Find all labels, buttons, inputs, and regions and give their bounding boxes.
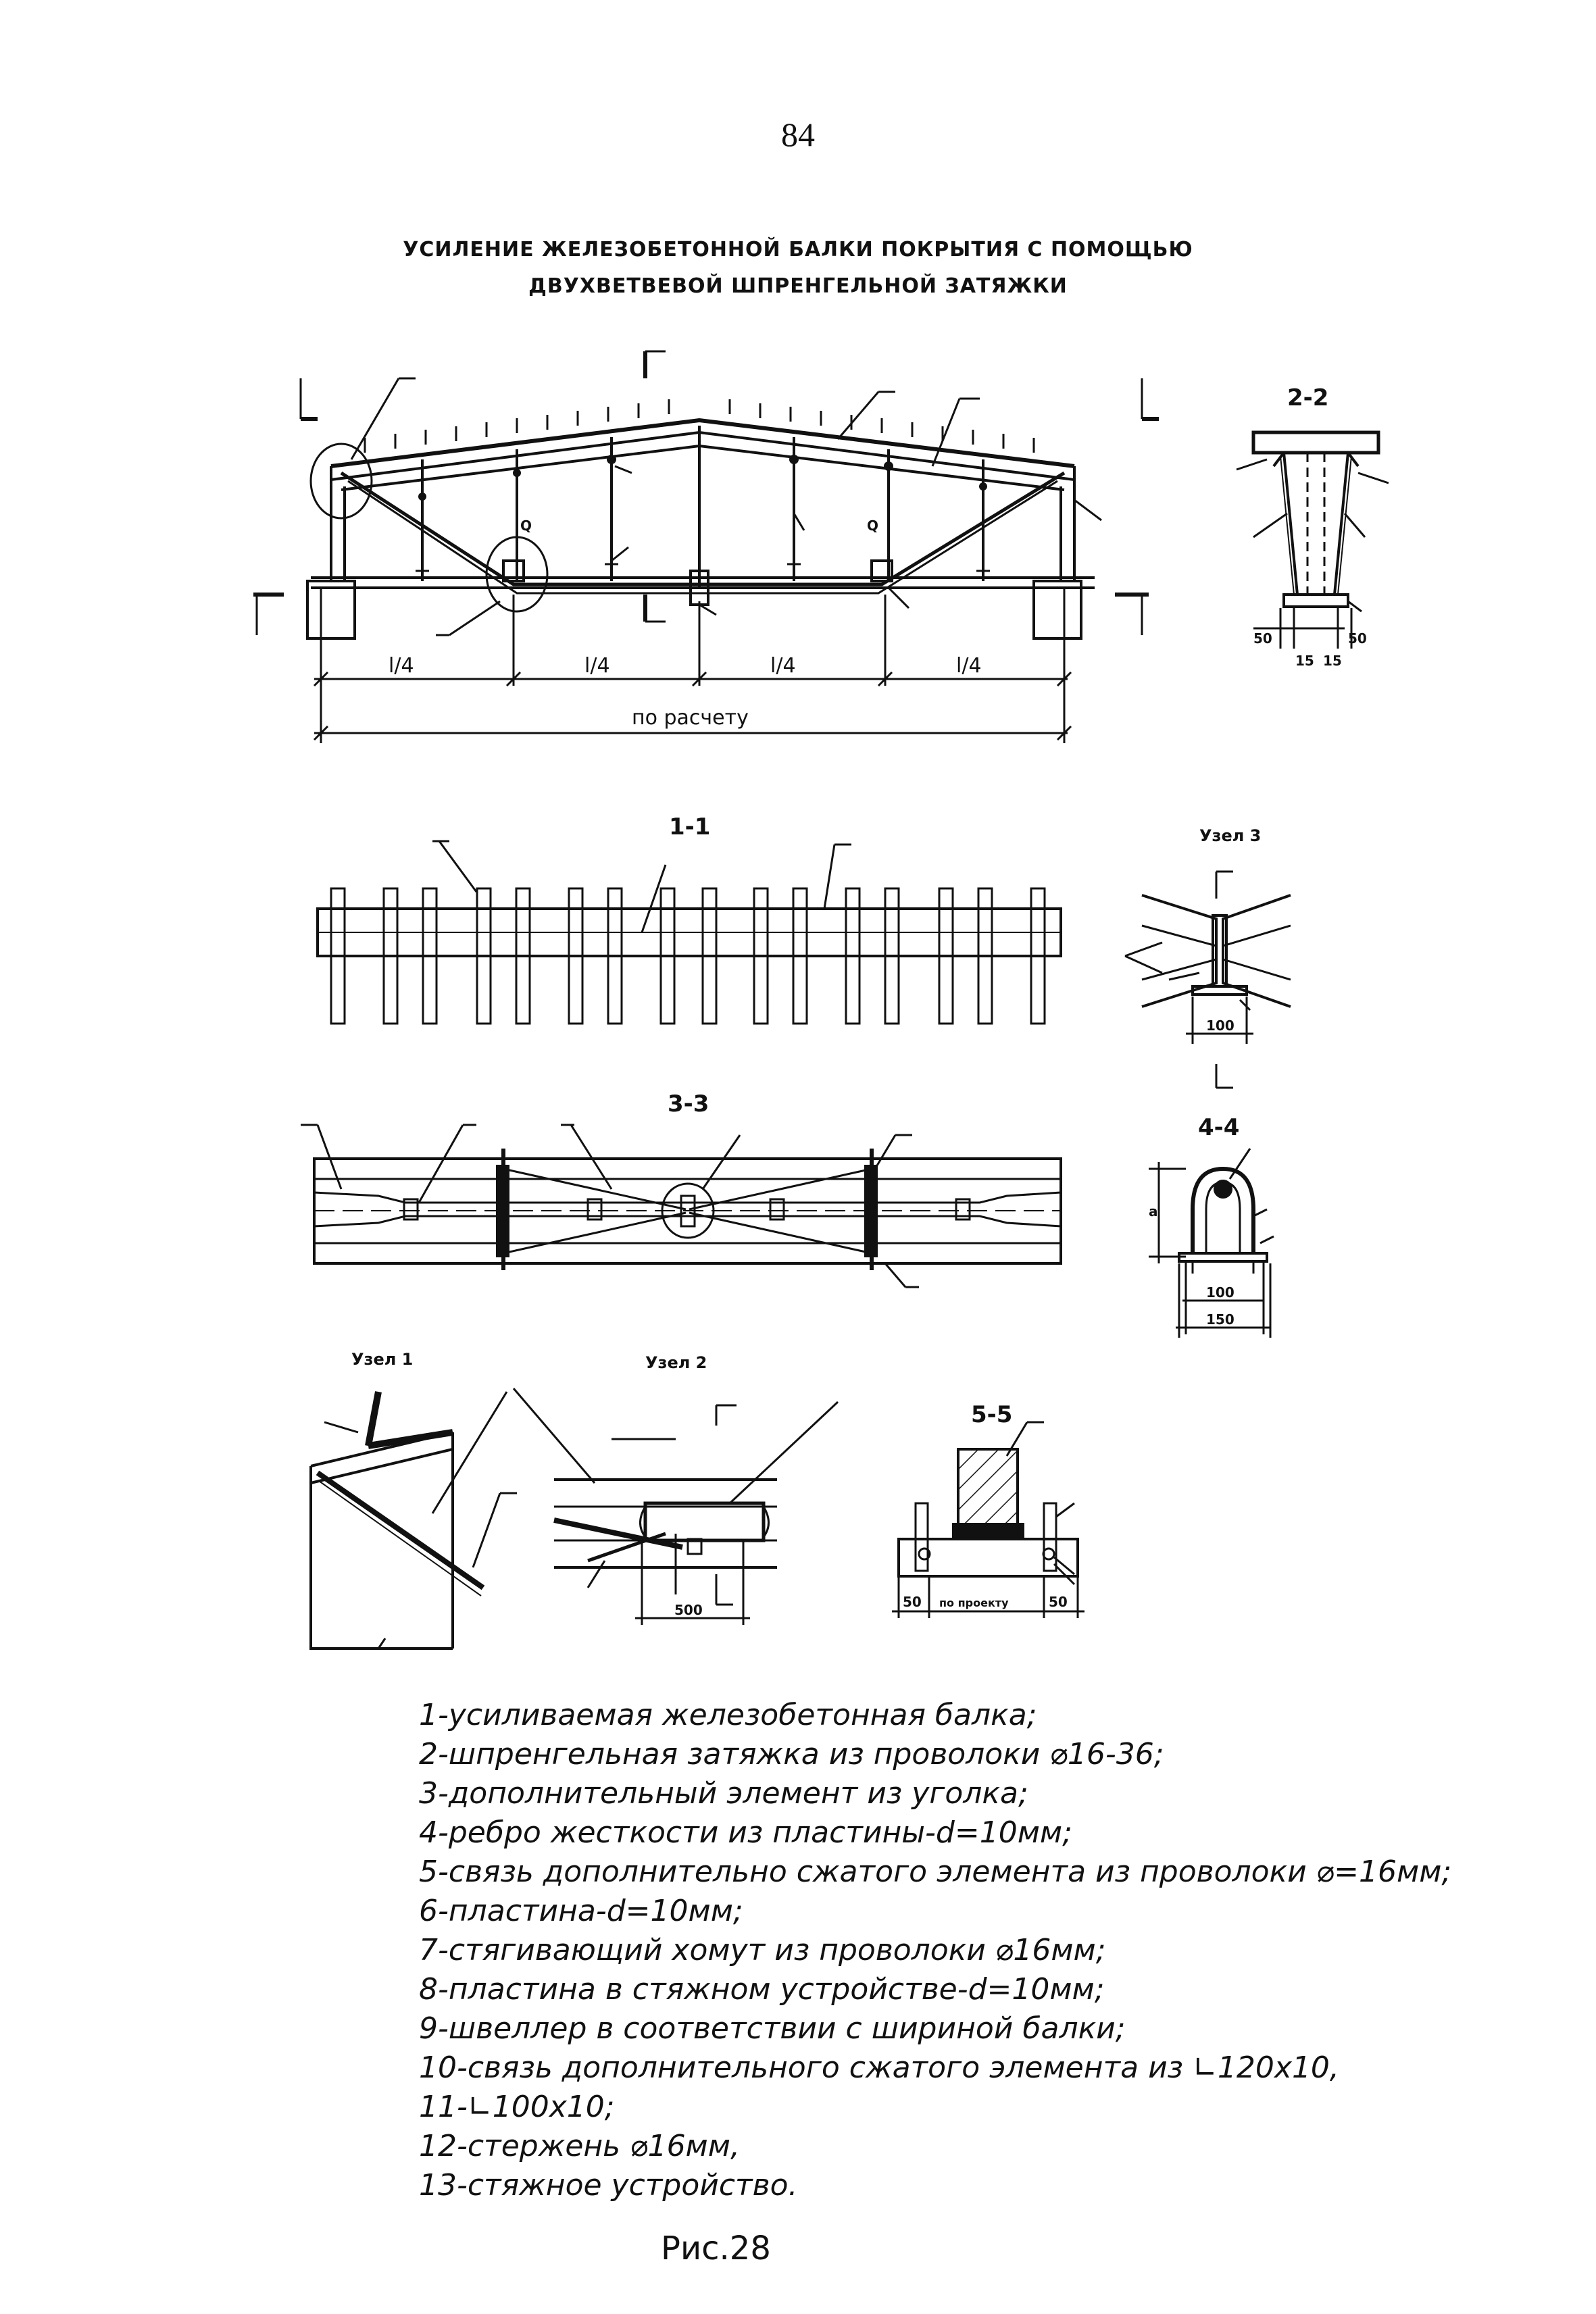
legend-item: 11-∟100х10;: [419, 2090, 615, 2124]
dim-quarter-3: l/4: [770, 654, 796, 678]
beam-elevation: [253, 350, 1159, 743]
legend-item: 10-связь дополнительного сжатого элемент…: [419, 2051, 1339, 2085]
dim-2-2-15-left: 15: [1295, 653, 1314, 669]
legend-item: 2-шпренгельная затяжка из проволоки ⌀16-…: [419, 1737, 1164, 1771]
dim-quarter-1: l/4: [389, 654, 414, 678]
dim-quarter-4: l/4: [956, 654, 982, 678]
legend-item: 6-пластина-d=10мм;: [419, 1894, 743, 1928]
section-1-1: [316, 840, 1062, 1025]
dim-4-4-100: 100: [1206, 1284, 1235, 1301]
dim-total: по расчету: [632, 706, 749, 730]
dim-4-4-150: 150: [1206, 1311, 1235, 1328]
section-title-1-1: 1-1: [669, 813, 710, 840]
legend-item: 13-стяжное устройство.: [419, 2168, 798, 2203]
legend-item: 12-стержень ⌀16мм,: [419, 2129, 740, 2163]
dim-2-2-15-right: 15: [1323, 653, 1342, 669]
q-label-left: Q: [520, 518, 532, 534]
legend-item: 8-пластина в стяжном устройстве-d=10мм;: [419, 1972, 1105, 2007]
drawing-title-line-2: ДВУХВЕТВЕВОЙ ШПРЕНГЕЛЬНОЙ ЗАТЯЖКИ: [528, 274, 1068, 298]
node-3: [1124, 870, 1291, 1089]
section-title-5-5: 5-5: [971, 1401, 1012, 1428]
section-title-3-3: 3-3: [668, 1090, 709, 1117]
dim-quarter-2: l/4: [584, 654, 610, 678]
dim-5-5-50-left: 50: [903, 1594, 922, 1610]
node-2: [512, 1388, 839, 1625]
dim-5-5-50-right: 50: [1049, 1594, 1068, 1610]
legend-item: 9-швеллер в соответствии с шириной балки…: [419, 2011, 1126, 2046]
dim-node2-500: 500: [674, 1602, 703, 1618]
section-title-2-2: 2-2: [1287, 384, 1328, 411]
section-2-2: [1236, 430, 1389, 649]
node-1: [309, 1391, 517, 1650]
legend-item: 1-усиливаемая железобетонная балка;: [419, 1698, 1037, 1732]
section-3-3: [301, 1124, 1062, 1288]
page-number: 84: [781, 116, 815, 153]
legend-item: 5-связь дополнительно сжатого элемента и…: [419, 1855, 1452, 1889]
node-1-title: Узел 1: [351, 1350, 413, 1369]
dim-2-2-left-50: 50: [1253, 630, 1272, 647]
section-5-5: [892, 1421, 1084, 1618]
dim-2-2-right-50: 50: [1348, 630, 1367, 647]
dim-4-4-a: a: [1149, 1203, 1158, 1219]
legend-item: 4-ребро жесткости из пластины-d=10мм;: [419, 1815, 1072, 1850]
q-label-right: Q: [867, 518, 878, 534]
legend: 1-усиливаемая железобетонная балка; 2-шп…: [419, 1696, 1451, 2205]
node-3-title: Узел 3: [1199, 826, 1261, 845]
figure-caption: Рис.28: [661, 2230, 771, 2267]
dim-node3-100: 100: [1206, 1017, 1235, 1034]
section-4-4: [1149, 1148, 1274, 1338]
dim-5-5-proj: по проекту: [939, 1596, 1009, 1609]
legend-item: 7-стягивающий хомут из проволоки ⌀16мм;: [419, 1933, 1106, 1967]
drawing-title-line-1: УСИЛЕНИЕ ЖЕЛЕЗОБЕТОННОЙ БАЛКИ ПОКРЫТИЯ С…: [403, 238, 1193, 261]
node-2-title: Узел 2: [645, 1353, 707, 1372]
legend-item: 3-дополнительный элемент из уголка;: [419, 1776, 1028, 1811]
section-title-4-4: 4-4: [1198, 1114, 1239, 1141]
